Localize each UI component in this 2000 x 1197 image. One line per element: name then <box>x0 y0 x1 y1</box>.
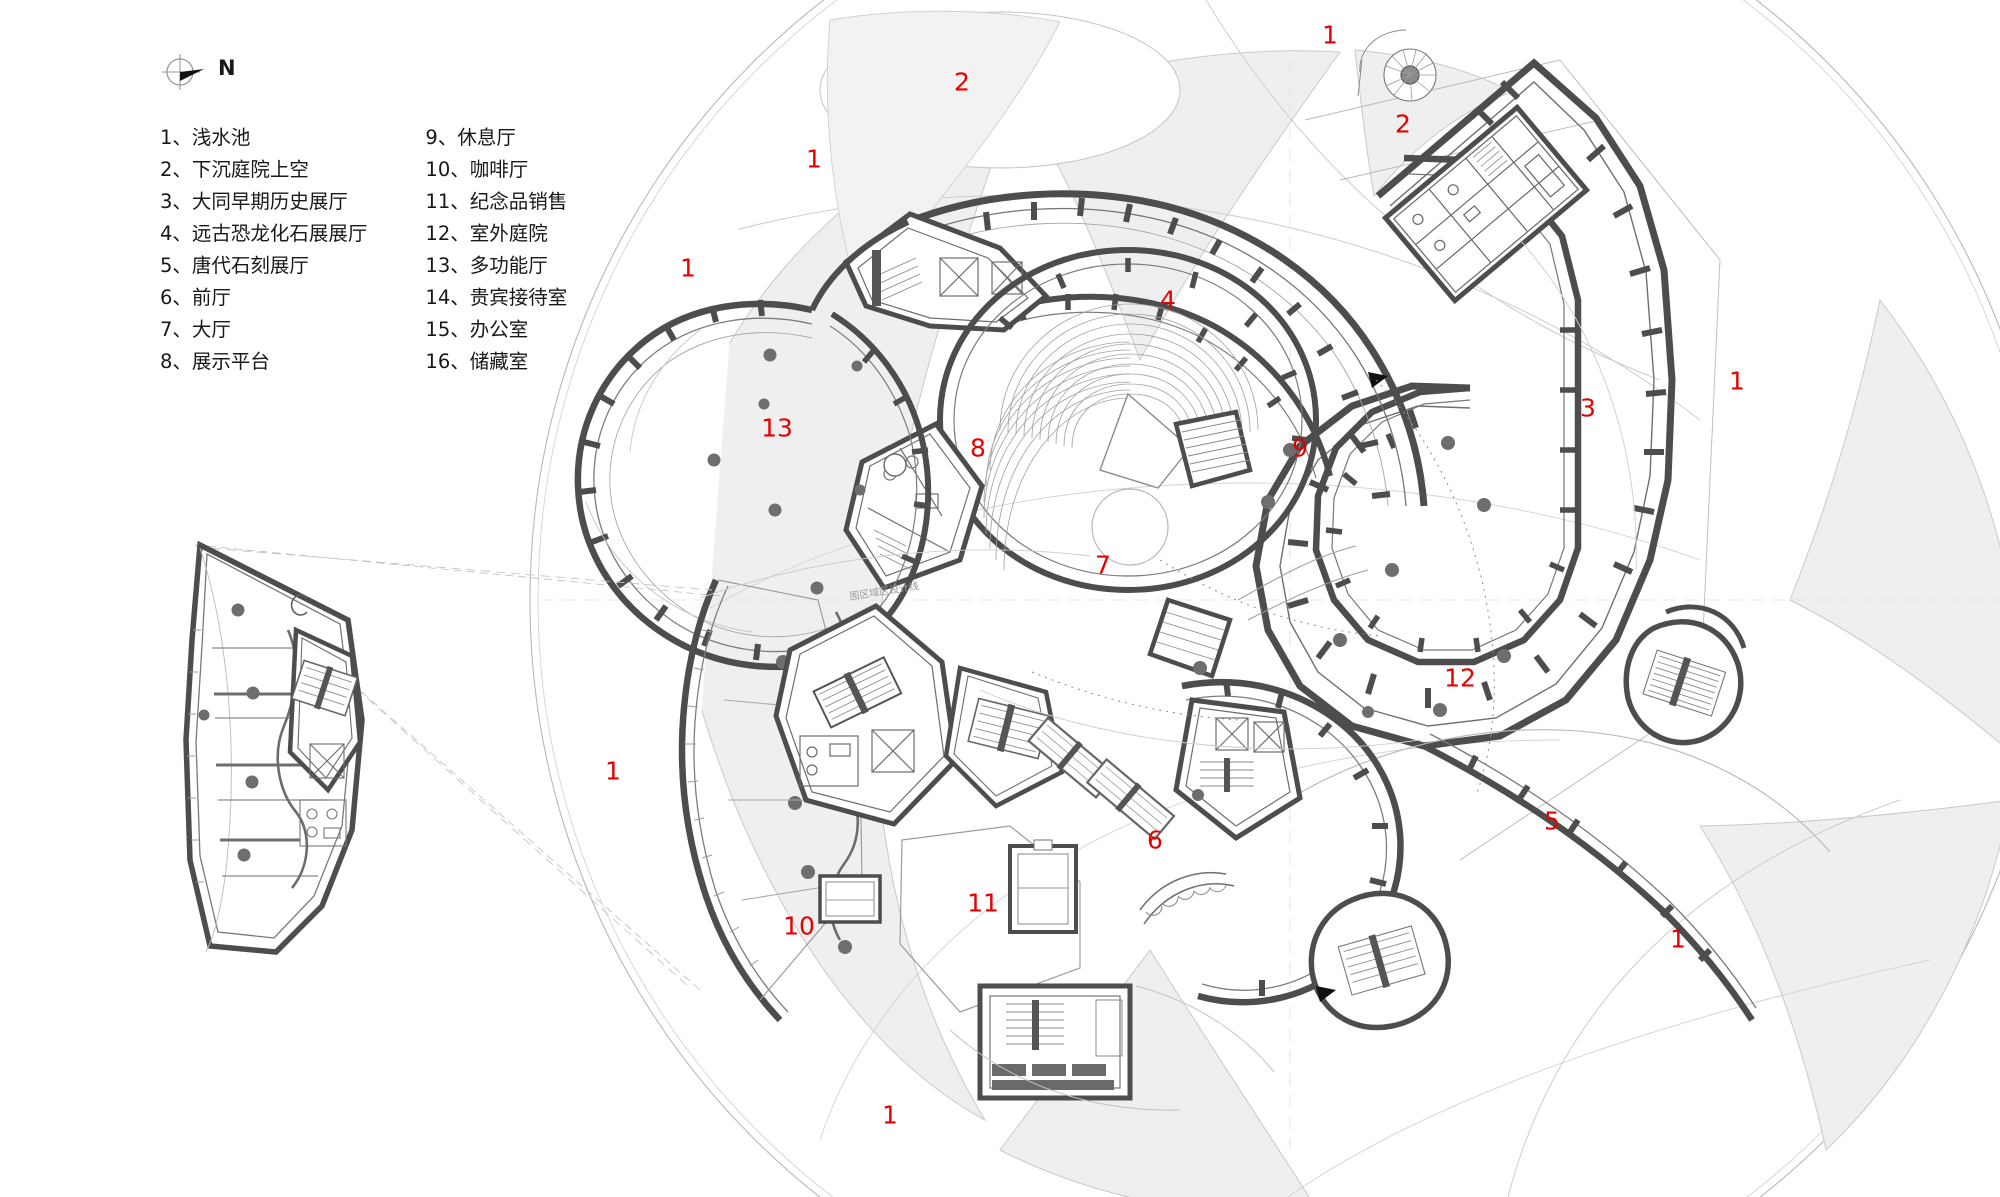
legend-column-left: 1、浅水池 2、下沉庭院上空 3、大同早期历史展厅 4、远古恐龙化石展展厅 5、… <box>160 122 367 378</box>
legend-item: 3、大同早期历史展厅 <box>160 190 348 213</box>
inset-service-core <box>287 626 363 794</box>
room-number-label: 1 <box>1670 924 1686 954</box>
souvenir-shop-11 <box>899 825 1081 1013</box>
legend-item: 12、室外庭院 <box>425 222 548 245</box>
legend-item: 6、前厅 <box>160 286 231 309</box>
front-hall-6 <box>1173 678 1451 1031</box>
se-tail-wall-outer <box>1422 743 1755 1022</box>
south-entrance-block <box>977 983 1133 1101</box>
legend-item: 1、浅水池 <box>160 126 251 149</box>
legend-item: 9、休息厅 <box>425 126 516 149</box>
legend-item: 15、办公室 <box>425 318 529 341</box>
legend-item: 14、贵宾接待室 <box>425 286 568 309</box>
room-number-label: 2 <box>1395 109 1411 139</box>
southwest-wing <box>678 578 1275 1111</box>
east-wing-building <box>1252 29 1831 1022</box>
room-number-label: 12 <box>1444 663 1476 693</box>
north-label: N <box>218 56 236 80</box>
column-dots-13 <box>707 348 866 595</box>
se-stair-pavilion <box>1623 619 1744 746</box>
room-number-label: 10 <box>783 911 815 941</box>
sw-outer-wall <box>678 578 783 1023</box>
north-arrow-row: N <box>160 50 620 96</box>
room-number-label: 2 <box>954 67 970 97</box>
room-number-label: 6 <box>1147 825 1163 855</box>
rotunda-outer-ring <box>936 246 1320 594</box>
legend-columns: 1、浅水池 2、下沉庭院上空 3、大同早期历史展厅 4、远古恐龙化石展展厅 5、… <box>160 122 567 378</box>
hall13-outer-wall <box>574 300 842 671</box>
legend-column-right: 9、休息厅 10、咖啡厅 11、纪念品销售 12、室外庭院 13、多功能厅 14… <box>425 122 567 378</box>
east-lobe-pavilion <box>1665 604 1747 649</box>
room-number-label: 7 <box>1095 550 1111 580</box>
room-number-label: 1 <box>1729 366 1745 396</box>
compass-north-icon <box>162 54 204 90</box>
room-number-label: 9 <box>1292 433 1308 463</box>
diagonal-escalators <box>1027 716 1176 841</box>
cafe-service-box <box>818 874 882 924</box>
front-hall-service-core <box>1173 697 1303 842</box>
rotunda-east-stair <box>1173 409 1253 489</box>
rotunda-void-circle <box>1091 488 1169 566</box>
legend-item: 16、储藏室 <box>425 350 529 373</box>
front-hall-lobe-pavilion <box>1308 890 1451 1031</box>
hall5-arc <box>1257 729 1831 853</box>
legend-item: 13、多功能厅 <box>425 254 548 277</box>
room-number-label: 1 <box>1322 20 1338 50</box>
room-number-label: 5 <box>1544 806 1560 836</box>
escalator-south <box>1147 597 1233 679</box>
legend-item: 11、纪念品销售 <box>425 190 568 213</box>
room-number-label: 8 <box>970 433 986 463</box>
pond-shape-se <box>1699 799 2000 1151</box>
front-hall-outer-wall <box>1181 678 1404 1006</box>
courtyard-inner-wall <box>1312 154 1582 666</box>
room-number-label: 11 <box>967 888 999 918</box>
legend-item: 2、下沉庭院上空 <box>160 158 309 181</box>
sw-wall-ticks <box>686 629 759 967</box>
room-number-label: 4 <box>1160 285 1176 315</box>
secondary-stair-cluster <box>943 665 1065 809</box>
legend-item: 8、展示平台 <box>160 350 270 373</box>
room-number-label: 3 <box>1580 393 1596 423</box>
north-wing-outer-wall <box>906 190 1428 507</box>
north-wall-mullions <box>937 197 1391 499</box>
spiral-stair-ne <box>1357 29 1437 102</box>
legend-item: 5、唐代石刻展厅 <box>160 254 309 277</box>
legend-block: N 1、浅水池 2、下沉庭院上空 3、大同早期历史展厅 4、远古恐龙化石展展厅 … <box>160 50 620 373</box>
bench-row-arc <box>1139 871 1235 925</box>
structure-column-dots <box>1192 436 1511 801</box>
room-number-label: 1 <box>605 756 621 786</box>
legend-item: 4、远古恐龙化石展展厅 <box>160 222 368 245</box>
room-number-label: 13 <box>761 413 793 443</box>
legend-item: 10、咖啡厅 <box>425 158 529 181</box>
legend-item: 7、大厅 <box>160 318 231 341</box>
central-rotunda <box>843 246 1369 679</box>
pond-shape-e <box>1789 298 2000 762</box>
detail-inset-plan <box>183 540 713 989</box>
room-number-label: 1 <box>680 253 696 283</box>
ne-service-core <box>1381 103 1591 305</box>
entrance-arrow-markers <box>1316 372 1388 1002</box>
central-circulation-core <box>773 603 959 827</box>
east-wing-outer-wall <box>1252 58 1676 750</box>
room-number-label: 1 <box>882 1100 898 1130</box>
room-number-label: 1 <box>806 144 822 174</box>
east-wall-mullions <box>1287 79 1667 708</box>
